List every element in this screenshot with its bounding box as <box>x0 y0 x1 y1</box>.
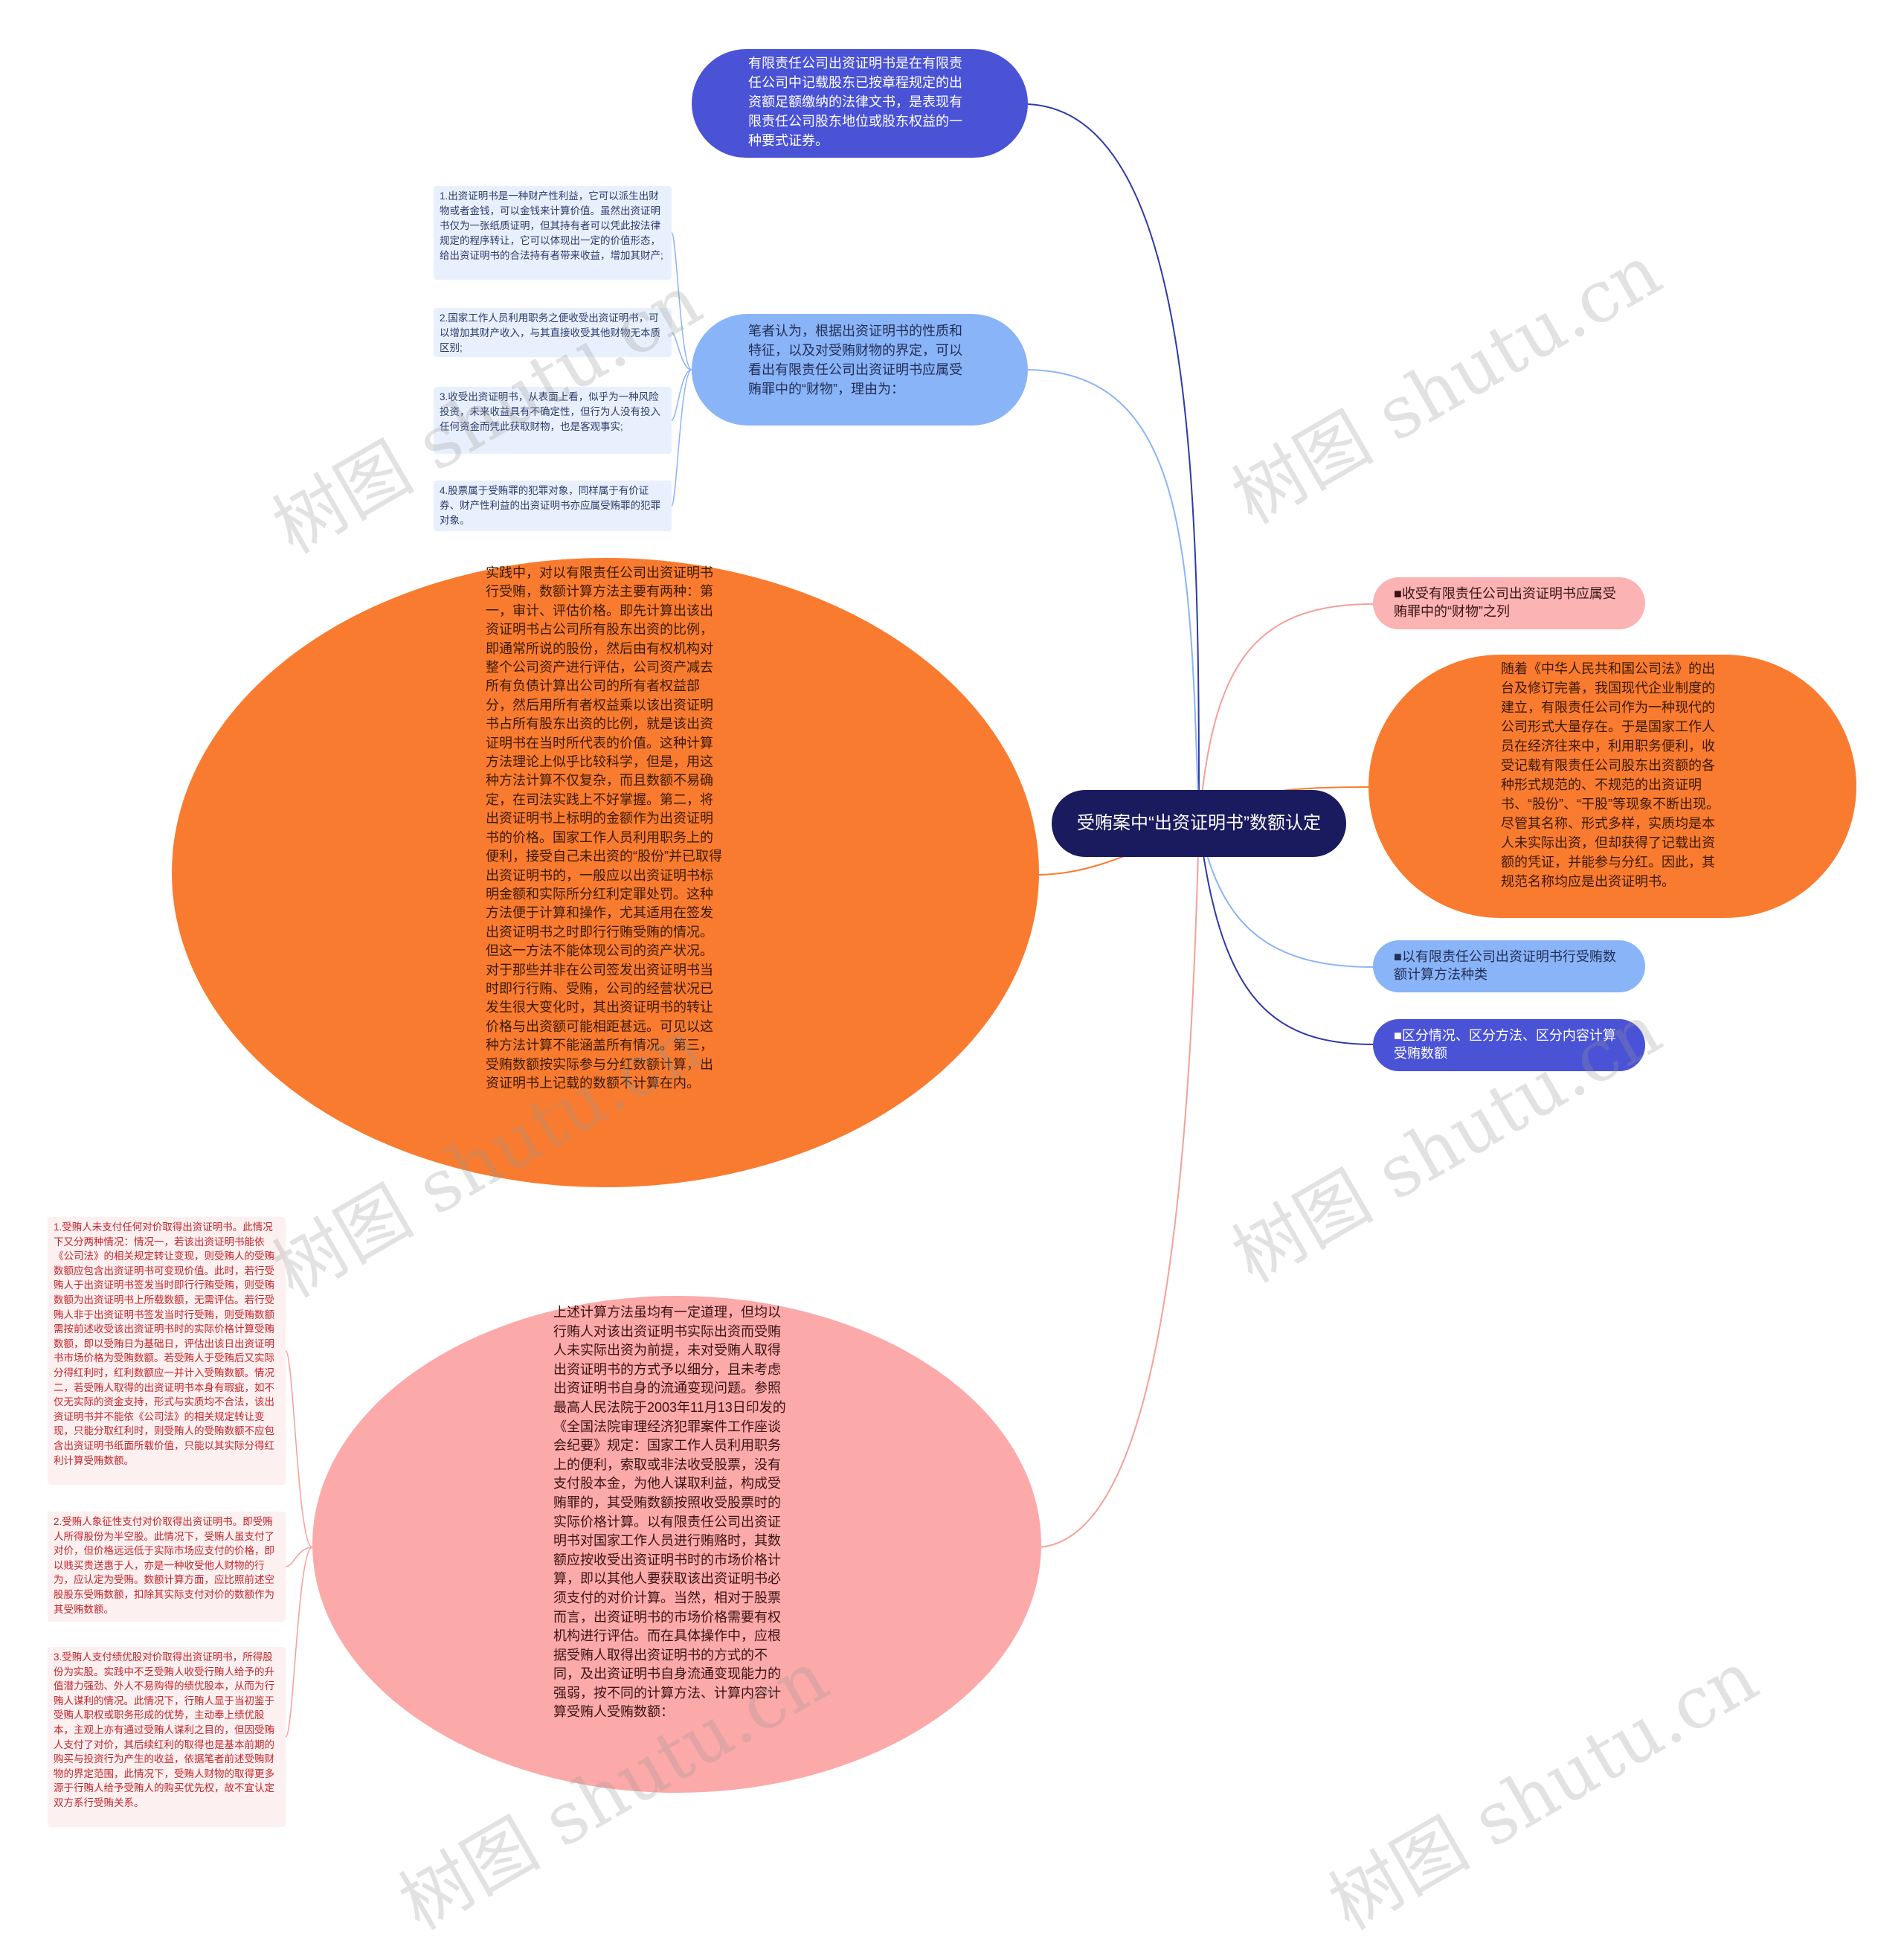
reason-text-2: 2.国家工作人员利用职务之便收受出资证明书，可以增加其财产收入，与其直接收受其他… <box>440 312 660 353</box>
link-center-distinguish <box>1198 823 1374 1045</box>
reason-text-4: 4.股票属于受贿罪的犯罪对象，同样属于有价证券、财产性利益的出资证明书亦应属受贿… <box>440 485 660 526</box>
link-author-reason1 <box>671 232 692 370</box>
link-center-definition <box>1027 103 1200 824</box>
case-text-3: 3.受贿人支付绩优股对价取得出资证明书，所得股份为实股。实践中不乏受贿人收受行贿… <box>54 1651 274 1808</box>
reason-item-4[interactable]: 4.股票属于受贿罪的犯罪对象，同样属于有价证券、财产性利益的出资证明书亦应属受贿… <box>434 481 672 531</box>
link-calc-case1 <box>285 1350 313 1548</box>
calculation-approach-text: 上述计算方法虽均有一定道理，但均以行贿人对该出资证明书实际出资而受贿人未实际出资… <box>553 1305 786 1720</box>
link-center-property <box>1198 603 1374 824</box>
link-calc-case2 <box>285 1547 313 1567</box>
link-center-author <box>1027 369 1200 824</box>
link-calc-case3 <box>285 1547 313 1738</box>
link-author-reason2 <box>671 332 692 370</box>
reason-text-1: 1.出资证明书是一种财产性利益，它可以派生出财物或者金钱，可以金钱来计算价值。虽… <box>440 190 663 261</box>
link-center-calc <box>1038 823 1200 1548</box>
central-topic[interactable]: 受贿案中“出资证明书”数额认定 <box>1052 790 1346 857</box>
author-view-node[interactable]: 笔者认为，根据出资证明书的性质和特征，以及对受贿财物的界定，可以看出有限责任公司… <box>692 314 1028 426</box>
link-author-reason4 <box>671 369 692 507</box>
distinguish-branch[interactable]: ■区分情况、区分方法、区分内容计算受贿数额 <box>1373 1019 1645 1071</box>
link-center-types <box>1198 823 1374 968</box>
reason-item-2[interactable]: 2.国家工作人员利用职务之便收受出资证明书，可以增加其财产收入，与其直接收受其他… <box>434 308 672 357</box>
reason-text-3: 3.收受出资证明书，从表面上看，似乎为一种风险投资，未来收益具有不确定性，但行为… <box>440 391 660 432</box>
case-item-3[interactable]: 3.受贿人支付绩优股对价取得出资证明书，所得股份为实股。实践中不乏受贿人收受行贿… <box>48 1647 286 1827</box>
case-text-1: 1.受贿人未支付任何对价取得出资证明书。此情况下又分两种情况：情况一，若该出资证… <box>54 1221 274 1466</box>
reason-item-1[interactable]: 1.出资证明书是一种财产性利益，它可以派生出财物或者金钱，可以金钱来计算价值。虽… <box>434 186 672 280</box>
reason-item-3[interactable]: 3.收受出资证明书，从表面上看，似乎为一种风险投资，未来收益具有不确定性，但行为… <box>434 387 672 454</box>
case-item-2[interactable]: 2.受贿人象征性支付对价取得出资证明书。即受贿人所得股份为半空股。此情况下，受贿… <box>48 1512 286 1622</box>
calculation-approach-node[interactable]: 上述计算方法虽均有一定道理，但均以行贿人对该出资证明书实际出资而受贿人未实际出资… <box>312 1296 1041 1793</box>
link-author-reason3 <box>671 369 692 421</box>
background-node[interactable]: 随着《中华人民共和国公司法》的出台及修订完善，我国现代企业制度的建立，有限责任公… <box>1368 655 1856 918</box>
property-branch-text: ■收受有限责任公司出资证明书应属受贿罪中的“财物”之列 <box>1394 586 1616 619</box>
calculation-methods-node[interactable]: 实践中，对以有限责任公司出资证明书行受贿，数额计算方法主要有两种：第一，审计、评… <box>172 558 1039 1187</box>
case-item-1[interactable]: 1.受贿人未支付任何对价取得出资证明书。此情况下又分两种情况：情况一，若该出资证… <box>48 1217 286 1485</box>
distinguish-text: ■区分情况、区分方法、区分内容计算受贿数额 <box>1394 1028 1616 1061</box>
calculation-methods-text: 实践中，对以有限责任公司出资证明书行受贿，数额计算方法主要有两种：第一，审计、评… <box>486 565 722 1091</box>
background-text: 随着《中华人民共和国公司法》的出台及修订完善，我国现代企业制度的建立，有限责任公… <box>1501 661 1720 889</box>
definition-text: 有限责任公司出资证明书是在有限责任公司中记载股东已按章程规定的出资额足额缴纳的法… <box>748 56 962 148</box>
case-text-2: 2.受贿人象征性支付对价取得出资证明书。即受贿人所得股份为半空股。此情况下，受贿… <box>54 1516 274 1615</box>
method-types-text: ■以有限责任公司出资证明书行受贿数额计算方法种类 <box>1394 949 1616 982</box>
central-topic-text: 受贿案中“出资证明书”数额认定 <box>1077 813 1321 833</box>
definition-node[interactable]: 有限责任公司出资证明书是在有限责任公司中记载股东已按章程规定的出资额足额缴纳的法… <box>692 49 1028 158</box>
property-branch[interactable]: ■收受有限责任公司出资证明书应属受贿罪中的“财物”之列 <box>1373 577 1645 629</box>
author-view-text: 笔者认为，根据出资证明书的性质和特征，以及对受贿财物的界定，可以看出有限责任公司… <box>748 324 962 396</box>
method-types-branch[interactable]: ■以有限责任公司出资证明书行受贿数额计算方法种类 <box>1373 940 1645 992</box>
